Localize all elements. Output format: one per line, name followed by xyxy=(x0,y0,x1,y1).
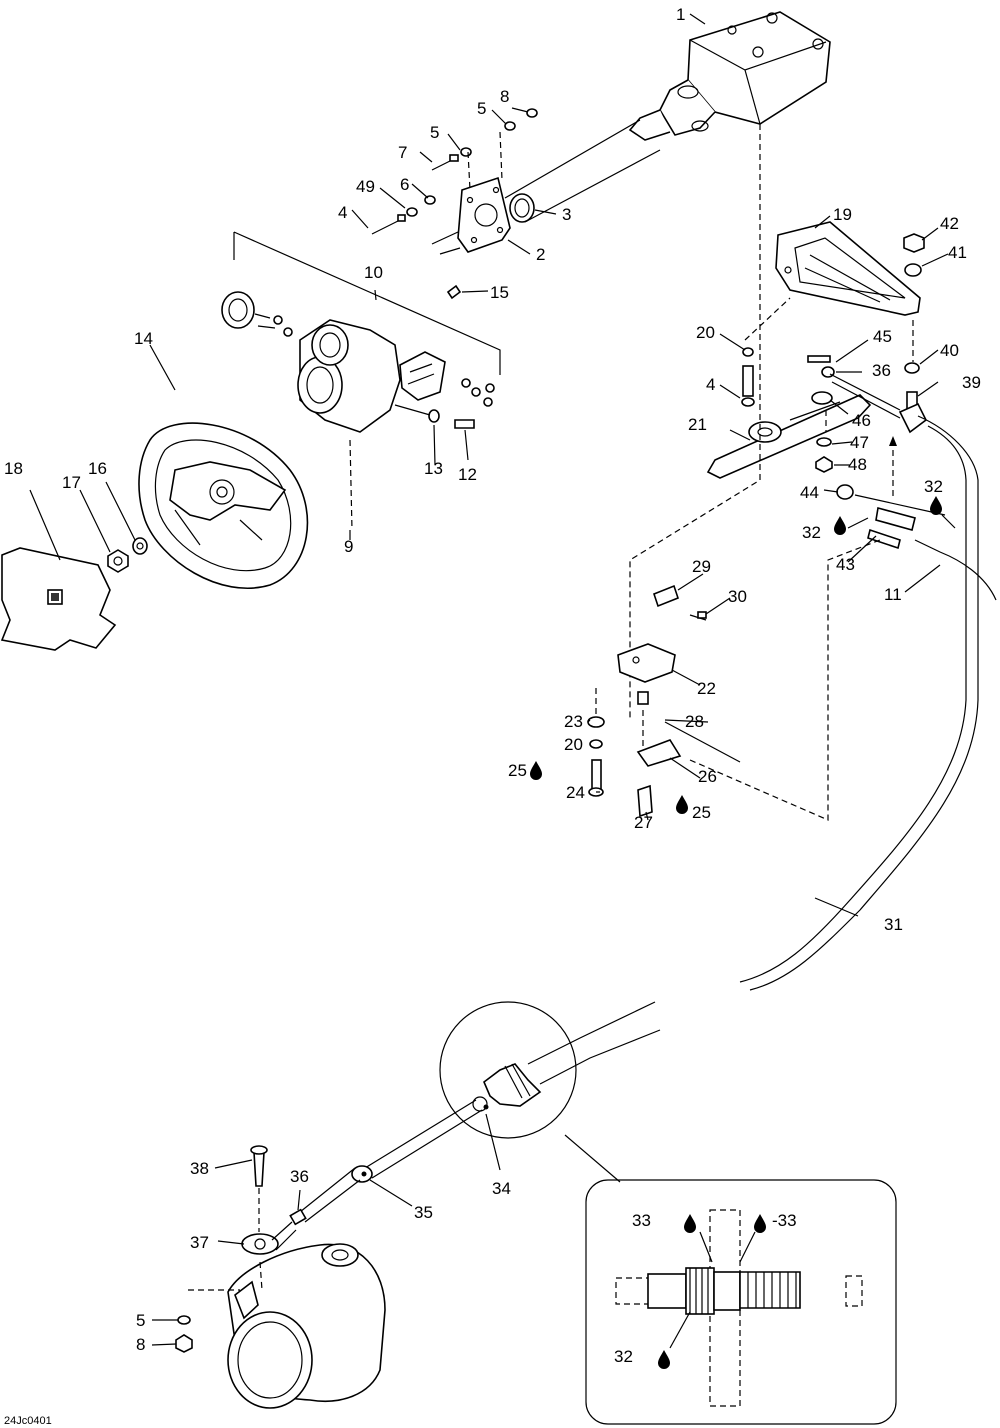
label-20: 20 xyxy=(564,735,583,754)
label-37: 37 xyxy=(190,1233,209,1252)
label-8: 8 xyxy=(136,1335,145,1354)
label-2: 2 xyxy=(536,245,545,264)
label-35: 35 xyxy=(414,1203,433,1222)
diagram-code: 24Jc0401 xyxy=(4,1415,52,1427)
label-32: 32 xyxy=(802,523,821,542)
label-26: 26 xyxy=(698,767,717,786)
shaft-seal-ring xyxy=(509,193,535,223)
pivot-45-36-46 xyxy=(807,355,901,473)
label-17: 17 xyxy=(62,473,81,492)
label-48: 48 xyxy=(848,455,867,474)
label-25: 25 xyxy=(508,761,527,780)
steering-housing xyxy=(628,11,831,141)
label-32: 32 xyxy=(924,477,943,496)
label-47: 47 xyxy=(850,433,869,452)
label-16: 16 xyxy=(88,459,107,478)
label-27: 27 xyxy=(634,813,653,832)
steering-shaft xyxy=(504,119,661,223)
label-43: 43 xyxy=(836,555,855,574)
label-36: 36 xyxy=(290,1167,309,1186)
label-40: 40 xyxy=(940,341,959,360)
wheel-nut-washer xyxy=(107,537,148,573)
label-9: 9 xyxy=(344,537,353,556)
lever-21 xyxy=(706,394,872,479)
label-46: 46 xyxy=(852,411,871,430)
label-33: 33 xyxy=(632,1211,651,1230)
label-24: 24 xyxy=(566,783,585,802)
label-32: 32 xyxy=(614,1347,633,1366)
label-30: 30 xyxy=(728,587,747,606)
steering-hub-cover xyxy=(221,291,495,531)
label-14: 14 xyxy=(134,329,153,348)
label-15: 15 xyxy=(490,283,509,302)
parts-26-27-28 xyxy=(636,539,881,821)
label-11: 11 xyxy=(884,585,902,604)
center-cap xyxy=(0,547,117,651)
part-labels: 1 8 5 5 7 49 6 4 3 2 15 10 14 13 12 18 1… xyxy=(4,5,981,1427)
leader-detail-to-box xyxy=(564,1134,621,1183)
label-18: 18 xyxy=(4,459,23,478)
cable-rod-35 xyxy=(289,1099,483,1226)
label-41: 41 xyxy=(948,243,967,262)
label-49: 49 xyxy=(356,177,375,196)
label-39: 39 xyxy=(962,373,981,392)
label-45: 45 xyxy=(873,327,892,346)
bracket-43-44 xyxy=(836,484,997,601)
plate-22 xyxy=(617,643,676,683)
label-42: 42 xyxy=(940,214,959,233)
label-3: 3 xyxy=(562,205,571,224)
label-4: 4 xyxy=(338,203,347,222)
mounting-plate xyxy=(457,176,511,253)
washer-nut-5-8-bottom xyxy=(175,1315,193,1353)
label-28: 28 xyxy=(685,712,704,731)
label-1: 1 xyxy=(676,5,685,24)
label-7: 7 xyxy=(398,143,407,162)
washer-screw-12-13 xyxy=(394,404,475,429)
nut-washer-41-42 xyxy=(903,233,925,277)
label-10: 10 xyxy=(364,263,383,282)
dash-to-shaft xyxy=(629,124,761,720)
label-12: 12 xyxy=(458,465,477,484)
label-22: 22 xyxy=(697,679,716,698)
label-34: 34 xyxy=(492,1179,511,1198)
label-23: 23 xyxy=(564,712,583,731)
label-31: 31 xyxy=(884,915,903,934)
label-21: 21 xyxy=(688,415,707,434)
label-4: 4 xyxy=(706,375,715,394)
detail-circle xyxy=(439,1001,661,1139)
label-8: 8 xyxy=(500,87,509,106)
cable-end-39 xyxy=(898,402,979,600)
arrow-head xyxy=(889,436,897,446)
label-19: 19 xyxy=(833,205,852,224)
label-5: 5 xyxy=(477,99,486,118)
switch-29-30 xyxy=(653,584,707,621)
label-25: 25 xyxy=(692,803,711,822)
label-6: 6 xyxy=(400,175,409,194)
bracket-line-10 xyxy=(233,231,501,375)
label-13: 13 xyxy=(424,459,443,478)
label-38: 38 xyxy=(190,1159,209,1178)
label-33: -33 xyxy=(772,1211,797,1230)
detail-inset xyxy=(585,1179,897,1425)
label-29: 29 xyxy=(692,557,711,576)
plate-fasteners xyxy=(371,108,538,300)
label-44: 44 xyxy=(800,483,819,502)
leader-lines xyxy=(29,13,949,1346)
cable-31 xyxy=(739,600,979,991)
label-5: 5 xyxy=(430,123,439,142)
bolt-40-39 xyxy=(904,320,920,417)
label-20: 20 xyxy=(696,323,715,342)
bolt-4-washer-20 xyxy=(741,297,791,407)
steering-wheel xyxy=(138,422,309,590)
fasteners-23-24 xyxy=(587,688,605,797)
label-36: 36 xyxy=(872,361,891,380)
ball-joint-37-38 xyxy=(241,1145,297,1255)
pedal-bracket xyxy=(775,221,921,316)
lubricant-drop-icons xyxy=(530,496,942,1369)
jet-pump-nozzle xyxy=(188,1243,386,1409)
label-5: 5 xyxy=(136,1311,145,1330)
